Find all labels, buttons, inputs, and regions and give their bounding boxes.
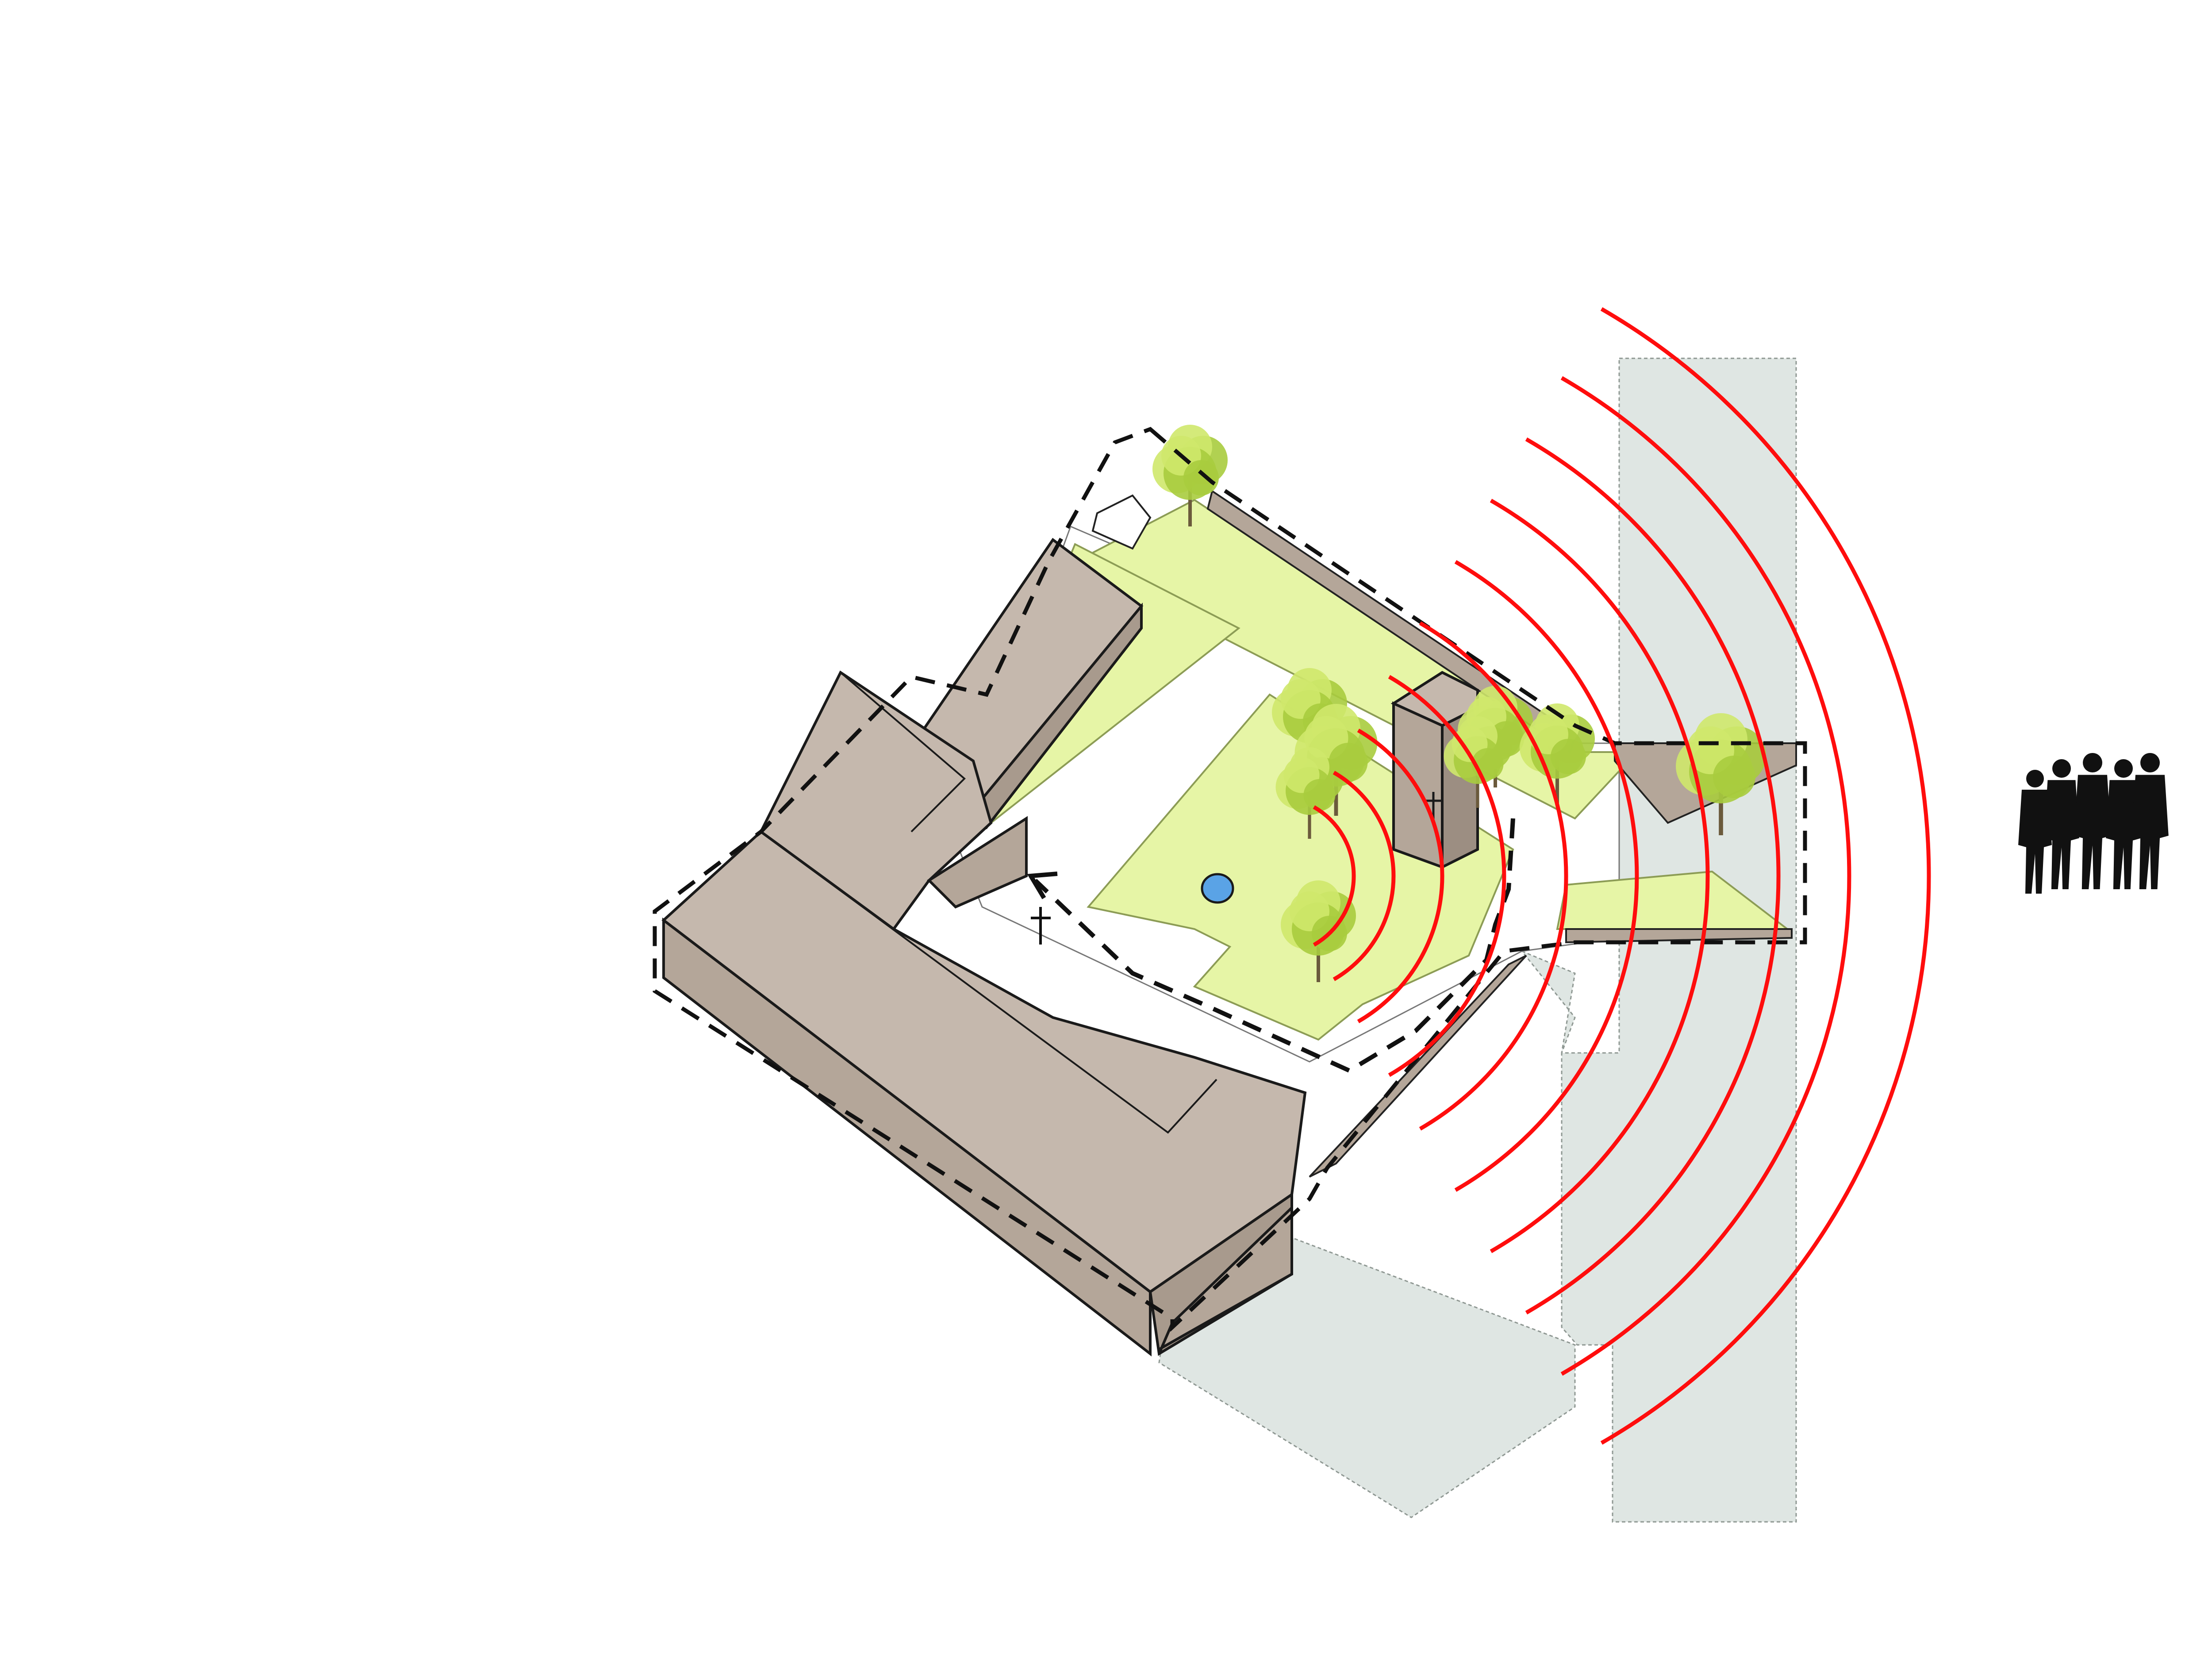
signal-arc xyxy=(1357,729,1444,1023)
wing-building xyxy=(759,538,1144,931)
tree-icon xyxy=(1676,713,1766,835)
person-icon xyxy=(2106,759,2141,889)
signal-arc xyxy=(1313,805,1356,947)
person-icon xyxy=(2018,770,2052,894)
fountain-icon xyxy=(1201,873,1234,904)
signal-arc xyxy=(1600,307,1931,1445)
wing-building-front xyxy=(927,816,1028,909)
person-icon xyxy=(2044,759,2079,889)
tree-icon xyxy=(1272,668,1347,770)
signal-arcs xyxy=(1313,307,1931,1445)
signal-arc xyxy=(1525,437,1781,1315)
south-east-wall xyxy=(1309,955,1527,1178)
trees xyxy=(1152,425,1766,982)
entrance-wall-south xyxy=(1565,928,1793,944)
signal-arc xyxy=(1560,376,1851,1376)
street-connector xyxy=(1521,950,1576,1053)
garden-wall xyxy=(1091,494,1152,550)
people-icon xyxy=(2018,753,2169,894)
person-icon xyxy=(2074,753,2111,889)
main-building-ridge xyxy=(760,831,1217,1134)
lawn-center xyxy=(1087,693,1514,1041)
tree-icon xyxy=(1281,880,1356,982)
signal-arc xyxy=(1490,499,1710,1253)
signal-arc xyxy=(1388,675,1506,1077)
site-boundary xyxy=(653,426,1807,1332)
tree-icon xyxy=(1152,425,1228,526)
signal-arc xyxy=(1333,771,1396,981)
signal-arc xyxy=(1419,621,1568,1131)
signal-arc xyxy=(1454,560,1639,1192)
tree-icon xyxy=(1275,747,1344,839)
main-building xyxy=(661,830,1307,1357)
cross-icon xyxy=(1031,907,1051,945)
main-building-endwall xyxy=(1158,1204,1293,1355)
entry-arrowhead xyxy=(1027,872,1058,899)
person-icon xyxy=(2131,753,2169,889)
